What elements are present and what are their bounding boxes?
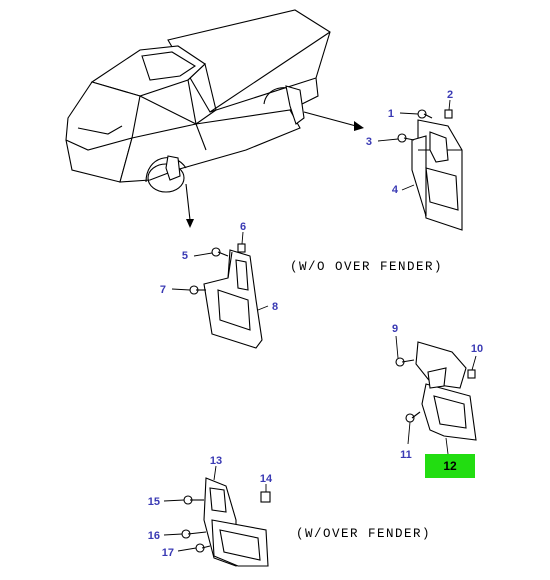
bolt-icon	[405, 411, 421, 423]
callout-part-2[interactable]: 2	[447, 89, 453, 101]
callout-part-3[interactable]: 3	[366, 136, 372, 148]
clip-nut-icon	[444, 109, 453, 119]
mud-guard-assembly-without-over-fender	[171, 231, 269, 349]
clip-nut-icon	[467, 369, 476, 379]
callout-part-9[interactable]: 9	[392, 323, 398, 335]
caption-with-over-fender: (W/OVER FENDER)	[296, 527, 431, 541]
rear-mud-guard-assembly	[377, 99, 463, 231]
bolt-icon	[395, 357, 415, 367]
bolt-icon	[181, 529, 207, 539]
callout-part-14[interactable]: 14	[260, 473, 273, 485]
callout-part-8[interactable]: 8	[272, 301, 278, 313]
callout-part-7[interactable]: 7	[160, 284, 166, 296]
callout-part-5[interactable]: 5	[182, 250, 188, 262]
callout-part-17[interactable]: 17	[162, 547, 174, 559]
selected-part-box[interactable]	[425, 454, 475, 478]
callout-part-10[interactable]: 10	[471, 343, 483, 355]
bolt-icon	[211, 247, 229, 257]
callout-part-16[interactable]: 16	[148, 530, 160, 542]
callout-part-1[interactable]: 1	[388, 108, 394, 120]
bolt-icon	[397, 133, 415, 143]
callout-part-15[interactable]: 15	[148, 496, 160, 508]
clip-nut-icon	[260, 491, 271, 503]
callout-part-13[interactable]: 13	[210, 455, 222, 467]
mud-guard-assembly-with-over-fender-upper	[395, 335, 477, 455]
clip-nut-icon	[237, 243, 246, 253]
bolt-icon	[183, 495, 204, 505]
callout-part-4[interactable]: 4	[392, 184, 399, 196]
callout-part-12[interactable]: 12	[443, 459, 457, 473]
selected-part-highlight[interactable]: 12	[425, 454, 475, 478]
caption-without-over-fender: (W/O OVER FENDER)	[290, 260, 443, 274]
callout-part-11[interactable]: 11	[400, 449, 412, 461]
bolt-icon	[417, 109, 433, 119]
callout-part-6[interactable]: 6	[240, 221, 246, 233]
pickup-truck-illustration	[65, 9, 364, 228]
bolt-icon	[189, 285, 206, 295]
bolt-icon	[195, 543, 211, 553]
mud-guard-assembly-with-over-fender-lower	[163, 465, 271, 567]
